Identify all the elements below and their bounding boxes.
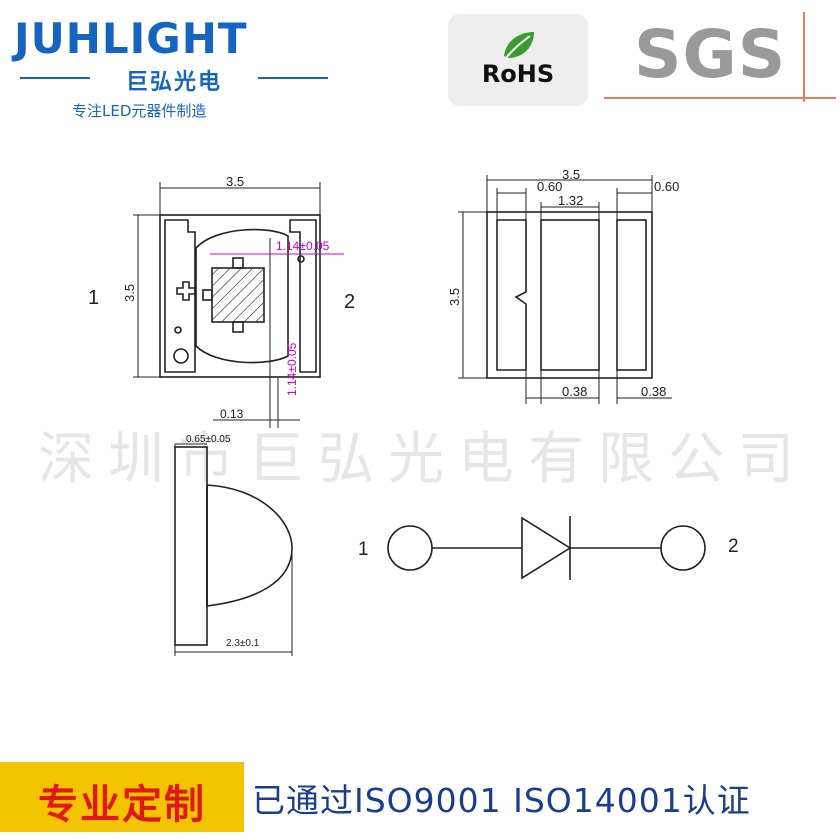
- top-view-width-label: 3.5: [226, 174, 244, 189]
- brand-rule-left: [20, 77, 90, 79]
- bottom-view-right-pad: [616, 219, 647, 371]
- top-view-die: [211, 267, 265, 323]
- company-watermark: 深圳市巨弘光电有限公司: [38, 427, 808, 492]
- circuit-pin2-circle: [660, 525, 706, 571]
- top-view-pin-left: 1: [88, 287, 99, 309]
- side-view: [174, 443, 293, 656]
- top-view-bond-bottom: [232, 321, 244, 333]
- top-view-body: [159, 214, 321, 378]
- custom-banner-text: 专业定制: [38, 782, 206, 828]
- brand-logo-name: JUHLIGHT: [14, 14, 248, 63]
- rohs-badge: RoHS: [448, 14, 588, 106]
- top-view-center-pad: [195, 228, 289, 364]
- side-view-lens: [206, 484, 293, 607]
- custom-banner: 专业定制: [0, 762, 244, 832]
- top-view-magenta-dim-top: 1.14±0.05: [276, 239, 330, 253]
- top-view-right-pad: [289, 219, 317, 373]
- brand-rule-right: [258, 77, 328, 79]
- bottom-view-right-pad-label: 0.60: [654, 179, 679, 194]
- side-view-height-label: 2.3±0.1: [226, 638, 260, 649]
- top-view-right-hole: [297, 255, 305, 263]
- top-view-left-pad: [164, 219, 196, 373]
- bottom-view-left-pad-label: 0.60: [537, 179, 562, 194]
- brand-logo-cn-row: 巨弘光电: [14, 64, 334, 95]
- top-view: [133, 182, 344, 428]
- rohs-label: RoHS: [481, 60, 555, 88]
- circuit-pin1-label: 1: [358, 539, 369, 560]
- bottom-view-body: [486, 211, 653, 379]
- circuit-pin1-circle: [387, 525, 433, 571]
- certification-text: 已通过ISO9001 ISO14001认证: [252, 781, 751, 820]
- bottom-view-gap-right-label: 0.38: [641, 384, 666, 399]
- circuit-pin2-label: 2: [728, 536, 739, 557]
- bottom-view-center-pad-label: 1.32: [558, 193, 583, 208]
- leaf-icon: [504, 32, 534, 59]
- brand-logo-cn: 巨弘光电: [125, 70, 222, 95]
- bottom-view-left-pad: [496, 219, 527, 371]
- side-view-thickness-label: 0.65±0.05: [186, 434, 231, 445]
- bottom-view: [458, 175, 672, 404]
- top-view-bond-left: [202, 289, 213, 301]
- top-view-magenta-dim-right: 1.14±0.05: [285, 342, 299, 396]
- top-view-bond-top: [232, 257, 244, 269]
- bottom-view-gap-left-label: 0.38: [562, 384, 587, 399]
- diode-symbol: [387, 516, 706, 580]
- sgs-frame: [604, 12, 836, 102]
- top-view-gap-label: 0.13: [220, 407, 244, 421]
- bottom-view-center-pad: [540, 219, 600, 371]
- top-view-polarity-mark: [176, 281, 196, 301]
- top-view-large-hole: [173, 348, 189, 364]
- sgs-label: SGS: [634, 16, 787, 93]
- top-view-height-label: 3.5: [122, 284, 137, 302]
- top-view-small-hole: [174, 326, 182, 334]
- top-view-pin-right: 2: [344, 291, 355, 313]
- sgs-logo: SGS: [604, 12, 836, 102]
- brand-slogan: 专注LED元器件制造: [72, 102, 207, 120]
- bottom-view-width-label: 3.5: [562, 167, 580, 182]
- side-view-substrate: [174, 446, 208, 646]
- bottom-view-height-label: 3.5: [447, 288, 462, 306]
- diode-triangle: [521, 516, 572, 580]
